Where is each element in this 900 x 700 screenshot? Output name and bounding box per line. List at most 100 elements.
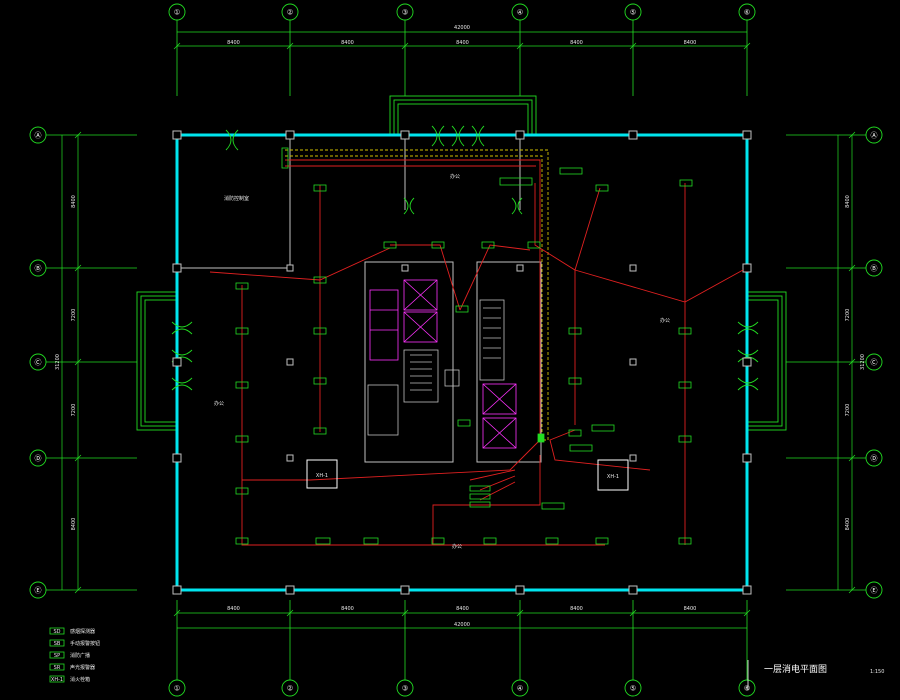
column	[172, 453, 182, 463]
dimension-value: 8400	[456, 606, 469, 612]
dimension-value: 31200	[55, 354, 61, 370]
legend-symbol-code: SD	[53, 629, 60, 635]
axis-label: ②	[287, 9, 293, 17]
interior-walls	[177, 135, 542, 463]
column	[400, 130, 410, 140]
bay-window-right	[745, 291, 787, 431]
axis-bubble	[281, 679, 299, 697]
dimension-value: 7200	[71, 404, 77, 417]
legend-entry: 消火栓箱	[70, 676, 90, 683]
axis-label: Ⓐ	[35, 132, 42, 140]
axis-label: ①	[174, 9, 180, 17]
column	[628, 585, 638, 595]
legend-symbol-code: SR	[54, 665, 61, 671]
axis-label: ②	[287, 685, 293, 693]
cabinet-label-left: XH-1	[316, 473, 328, 479]
column	[742, 263, 752, 273]
drawing-scale: 1:150	[870, 669, 884, 675]
legend-symbol	[49, 627, 65, 635]
dimension-value: 8400	[570, 40, 583, 46]
column	[629, 454, 637, 462]
hydrant-cabinet-right	[597, 459, 629, 491]
axis-bubble	[624, 679, 642, 697]
axis-bubble	[281, 3, 299, 21]
column	[172, 357, 182, 367]
axis-bubble	[738, 3, 756, 21]
cabinet-label-right: XH-1	[607, 474, 619, 480]
column	[742, 130, 752, 140]
column	[516, 264, 524, 272]
room-label-office-right: 办公	[660, 317, 670, 324]
dimension-value: 8400	[684, 606, 697, 612]
axis-bubble	[29, 581, 47, 599]
axis-label: Ⓓ	[871, 455, 878, 463]
column	[400, 585, 410, 595]
column	[172, 130, 182, 140]
axis-label: ④	[517, 9, 523, 17]
dimension-value: 42000	[454, 25, 470, 31]
column	[286, 454, 294, 462]
axis-bubble	[29, 449, 47, 467]
dimension-text: 42000 8400 8400 8400 8400 8400 8400 8400 8400 840…	[55, 25, 866, 628]
column	[172, 585, 182, 595]
axis-label: Ⓔ	[871, 587, 878, 595]
legend-symbol	[49, 639, 65, 647]
dimension-value: 7200	[71, 309, 77, 322]
dimension-value: 8400	[845, 195, 851, 208]
axis-label: Ⓒ	[871, 359, 878, 367]
column	[742, 585, 752, 595]
dimension-value: 8400	[456, 40, 469, 46]
axis-label: ③	[402, 685, 408, 693]
column	[742, 357, 752, 367]
columns	[172, 130, 752, 595]
axis-label: Ⓑ	[35, 265, 42, 273]
legend-entry: 手动报警按钮	[70, 640, 100, 647]
axis-bubble	[865, 581, 883, 599]
legend-entry: 感烟探测器	[70, 628, 95, 635]
axis-label: ⑥	[744, 9, 750, 17]
bay-window-left	[136, 291, 178, 431]
column	[629, 358, 637, 366]
axis-bubble	[865, 126, 883, 144]
axis-bubble	[396, 679, 414, 697]
axis-label: Ⓑ	[871, 265, 878, 273]
legend-symbol	[49, 651, 65, 659]
axis-bubble	[29, 353, 47, 371]
axis-label: ⑤	[630, 9, 636, 17]
room-label-fire-control: 消防控制室	[224, 195, 249, 202]
axis-bubble	[168, 3, 186, 21]
axis-label: ⑤	[630, 685, 636, 693]
building-core	[367, 279, 517, 449]
room-label-office-left: 办公	[214, 400, 224, 407]
axis-bubble	[511, 3, 529, 21]
column	[401, 264, 409, 272]
axis-bubble	[865, 259, 883, 277]
dimension-value: 31200	[860, 354, 866, 370]
axis-bubble	[738, 679, 756, 697]
dimension-value: 8400	[341, 606, 354, 612]
room-label-office-top: 办公	[450, 173, 460, 180]
column	[628, 130, 638, 140]
dimension-value: 8400	[227, 40, 240, 46]
dimension-value: 8400	[71, 518, 77, 531]
column	[286, 264, 294, 272]
axis-label: Ⓐ	[871, 132, 878, 140]
dimension-value: 7200	[845, 404, 851, 417]
drawing-title: 一层消电平面图	[764, 663, 827, 675]
axis-label: ④	[517, 685, 523, 693]
axis-bubble	[624, 3, 642, 21]
column	[742, 453, 752, 463]
dimension-value: 8400	[684, 40, 697, 46]
dimension-value: 8400	[845, 518, 851, 531]
column	[286, 358, 294, 366]
dimension-lines	[61, 31, 856, 629]
axis-bubble	[396, 3, 414, 21]
dimension-value: 7200	[845, 309, 851, 322]
hydrant-cabinet-left	[306, 459, 338, 489]
bay-window-top	[389, 95, 537, 135]
column	[515, 130, 525, 140]
